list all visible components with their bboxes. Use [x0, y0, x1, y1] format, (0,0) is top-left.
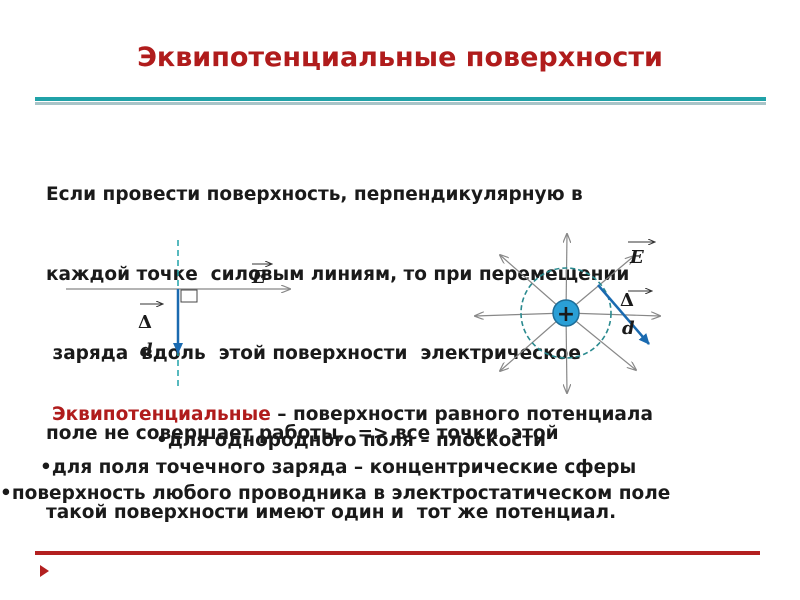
slide-title: Эквипотенциальные поверхности — [137, 42, 663, 73]
paragraph-line: такой поверхности имеют один и тот же по… — [46, 502, 617, 523]
definition-text: – поверхности равного потенциала — [270, 404, 653, 425]
point-charge — [552, 299, 580, 327]
delta-label: Δ — [138, 312, 152, 333]
d-label: d — [622, 318, 635, 339]
paragraph-line: заряда вдоль этой поверхности электричес… — [46, 343, 581, 364]
delta-label: Δ — [620, 290, 634, 311]
paragraph-line: каждой точке силовым линиям, то при пере… — [46, 263, 630, 285]
footer-rule — [35, 551, 760, 555]
equipotential-sphere — [520, 267, 612, 359]
paragraph-line: Если провести поверхность, перпендикуляр… — [46, 184, 583, 205]
field-label-E: E — [630, 247, 644, 268]
paragraph-line: поле не совершает работы, => все точки э… — [46, 422, 559, 444]
bullet-item: •поверхность любого проводника в электро… — [0, 483, 671, 504]
displacement-arrow — [597, 284, 650, 345]
explanation-paragraph: Если провести поверхность, перпендикуляр… — [46, 129, 786, 553]
definition-line: Эквипотенциальные – поверхности равного … — [52, 404, 653, 425]
d-label: d — [140, 340, 153, 361]
point-charge-figure: + — [475, 234, 660, 393]
field-label-E: E — [252, 267, 266, 288]
next-slide-arrow-icon[interactable] — [40, 565, 49, 577]
right-angle-mark — [180, 289, 198, 303]
uniform-field-figure — [66, 240, 290, 388]
bullet-item: •для поля точечного заряда – концентриче… — [40, 457, 637, 478]
title-underline — [35, 97, 766, 106]
bullet-item: •для однородного поля – плоскости — [156, 430, 546, 451]
definition-term: Эквипотенциальные — [52, 404, 271, 425]
charge-sign: + — [557, 302, 575, 327]
